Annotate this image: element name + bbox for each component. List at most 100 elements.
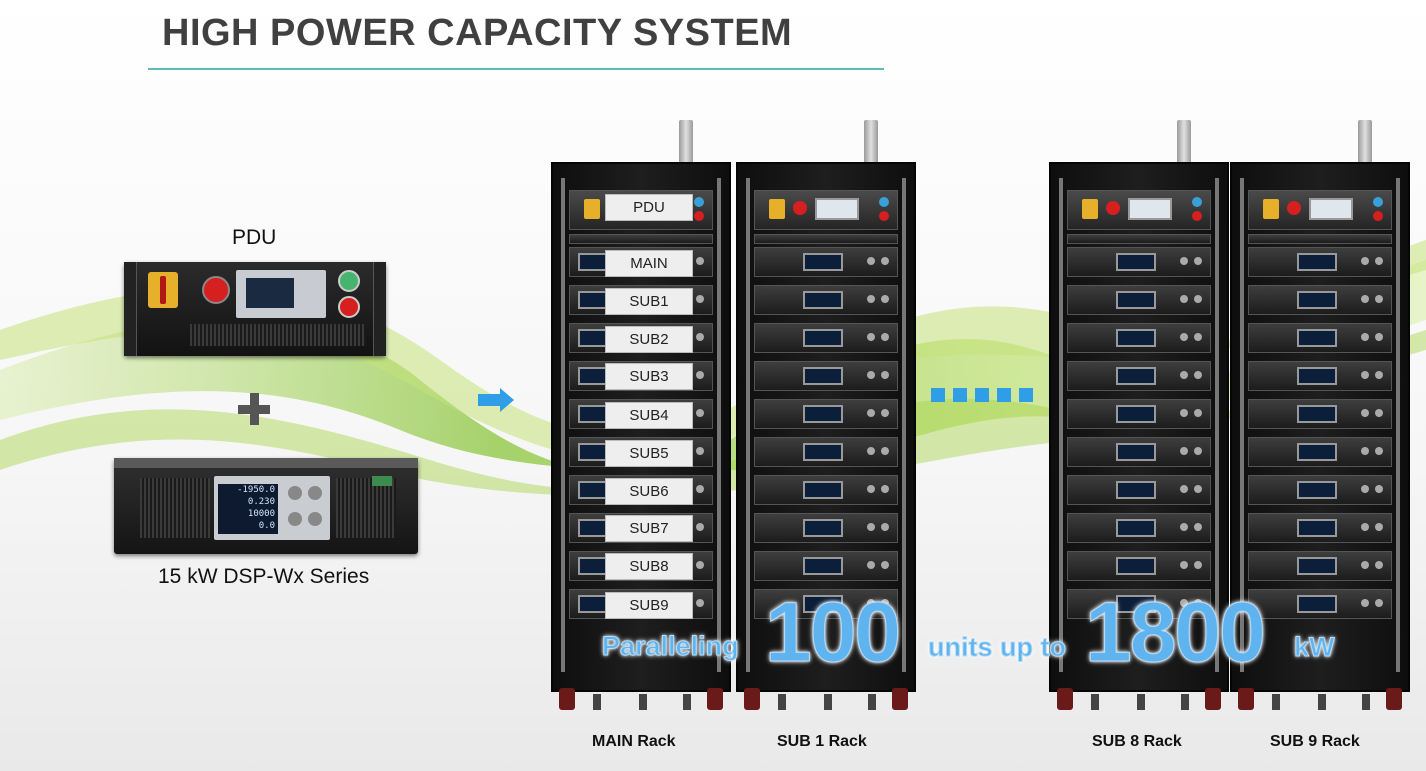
- power-supply-unit: [1248, 551, 1392, 581]
- ellipsis-dot: [975, 388, 989, 402]
- signal-tower-icon: [679, 120, 693, 164]
- rack-unit-label: SUB4: [605, 402, 693, 429]
- caster-wheel-icon: [1386, 688, 1402, 710]
- rack-unit-label: SUB2: [605, 326, 693, 353]
- dsp-wx-device-image: -1950.0 0.230 10000 0.0: [114, 458, 418, 554]
- rack-pdu-unit: [1067, 190, 1211, 230]
- power-switch-icon: [372, 476, 392, 486]
- power-supply-unit: [754, 399, 898, 429]
- power-supply-unit: [754, 475, 898, 505]
- power-supply-unit: [754, 285, 898, 315]
- power-supply-unit: [1067, 285, 1211, 315]
- power-supply-unit: [754, 361, 898, 391]
- ellipsis-dot: [1019, 388, 1033, 402]
- power-supply-unit: [754, 589, 898, 619]
- power-supply-unit: [1067, 513, 1211, 543]
- caster-wheel-icon: [707, 688, 723, 710]
- signal-tower-icon: [1177, 120, 1191, 164]
- rack-shelf: [569, 234, 713, 244]
- leveling-foot: [1181, 694, 1189, 710]
- leveling-foot: [824, 694, 832, 710]
- rack-shelf: [1067, 234, 1211, 244]
- leveling-foot: [639, 694, 647, 710]
- vent-grille-left: [140, 478, 210, 538]
- caster-wheel-icon: [744, 688, 760, 710]
- power-supply-unit: [1248, 437, 1392, 467]
- rack-unit-label: SUB9: [605, 592, 693, 619]
- pdu-label: PDU: [232, 226, 277, 249]
- leveling-foot: [778, 694, 786, 710]
- power-supply-unit: [1248, 475, 1392, 505]
- overlay-kw: kW: [1294, 632, 1335, 663]
- power-supply-unit: [1067, 361, 1211, 391]
- ellipsis-dot: [953, 388, 967, 402]
- power-supply-unit: [1248, 361, 1392, 391]
- title-underline: [148, 68, 884, 70]
- rack-shelf: [1248, 234, 1392, 244]
- power-supply-unit: [1248, 247, 1392, 277]
- dsp-value: 0.0: [258, 521, 275, 531]
- rack-sub1: [736, 162, 916, 710]
- power-supply-unit: [1067, 323, 1211, 353]
- power-supply-unit: [754, 247, 898, 277]
- ellipsis-dot: [997, 388, 1011, 402]
- rack-unit-label: PDU: [605, 194, 693, 221]
- dsp-series-label: 15 kW DSP-Wx Series: [158, 565, 370, 588]
- pdu-device-image: [124, 262, 386, 356]
- power-supply-unit: [1067, 437, 1211, 467]
- power-supply-unit: [754, 437, 898, 467]
- dsp-power: 10000: [247, 509, 275, 519]
- caster-wheel-icon: [1205, 688, 1221, 710]
- signal-tower-icon: [1358, 120, 1372, 164]
- ellipsis-dot: [931, 388, 945, 402]
- dsp-voltage: -1950.0: [237, 485, 275, 495]
- leveling-foot: [593, 694, 601, 710]
- power-supply-unit: [1248, 399, 1392, 429]
- rack-unit-label: SUB7: [605, 515, 693, 542]
- power-supply-unit: [1248, 513, 1392, 543]
- signal-tower-icon: [864, 120, 878, 164]
- leveling-foot: [1272, 694, 1280, 710]
- rotary-switch-icon: [148, 272, 178, 308]
- power-supply-unit: [1248, 285, 1392, 315]
- rack-unit-label: SUB5: [605, 440, 693, 467]
- dsp-current: 0.230: [247, 497, 275, 507]
- rack-name-sub9: SUB 9 Rack: [1270, 733, 1360, 750]
- rack-name-main: MAIN Rack: [592, 733, 676, 750]
- red-button-icon: [338, 296, 360, 318]
- rack-shelf: [754, 234, 898, 244]
- arrow-right-icon: [478, 388, 514, 412]
- rack-name-sub1: SUB 1 Rack: [777, 733, 867, 750]
- power-supply-unit: [1067, 399, 1211, 429]
- rack-pdu-unit: [754, 190, 898, 230]
- dsp-display: -1950.0 0.230 10000 0.0: [218, 484, 278, 534]
- rack-unit-label: SUB6: [605, 478, 693, 505]
- overlay-power: 1800: [1085, 585, 1267, 680]
- leveling-foot: [1091, 694, 1099, 710]
- rack-pdu-unit: [1248, 190, 1392, 230]
- power-supply-unit: [1248, 323, 1392, 353]
- power-supply-unit: [1067, 247, 1211, 277]
- power-supply-unit: [1067, 589, 1211, 619]
- leveling-foot: [683, 694, 691, 710]
- emergency-stop-icon: [202, 276, 230, 304]
- overlay-paralleling: Paralleling: [602, 631, 740, 662]
- rack-sub8: [1049, 162, 1229, 710]
- overlay-units-up-to: units up to: [928, 632, 1067, 663]
- caster-wheel-icon: [892, 688, 908, 710]
- leveling-foot: [1318, 694, 1326, 710]
- leveling-foot: [1362, 694, 1370, 710]
- dsp-panel: -1950.0 0.230 10000 0.0: [214, 476, 330, 540]
- overlay-units-count: 100: [764, 585, 901, 680]
- rack-unit-label: SUB3: [605, 363, 693, 390]
- rack-sub9: [1230, 162, 1410, 710]
- rack-unit-label: SUB1: [605, 288, 693, 315]
- caster-wheel-icon: [559, 688, 575, 710]
- vent-grille-right: [336, 478, 396, 538]
- leveling-foot: [1137, 694, 1145, 710]
- caster-wheel-icon: [1238, 688, 1254, 710]
- power-supply-unit: [754, 323, 898, 353]
- power-supply-unit: [1067, 475, 1211, 505]
- page-title: HIGH POWER CAPACITY SYSTEM: [162, 12, 793, 54]
